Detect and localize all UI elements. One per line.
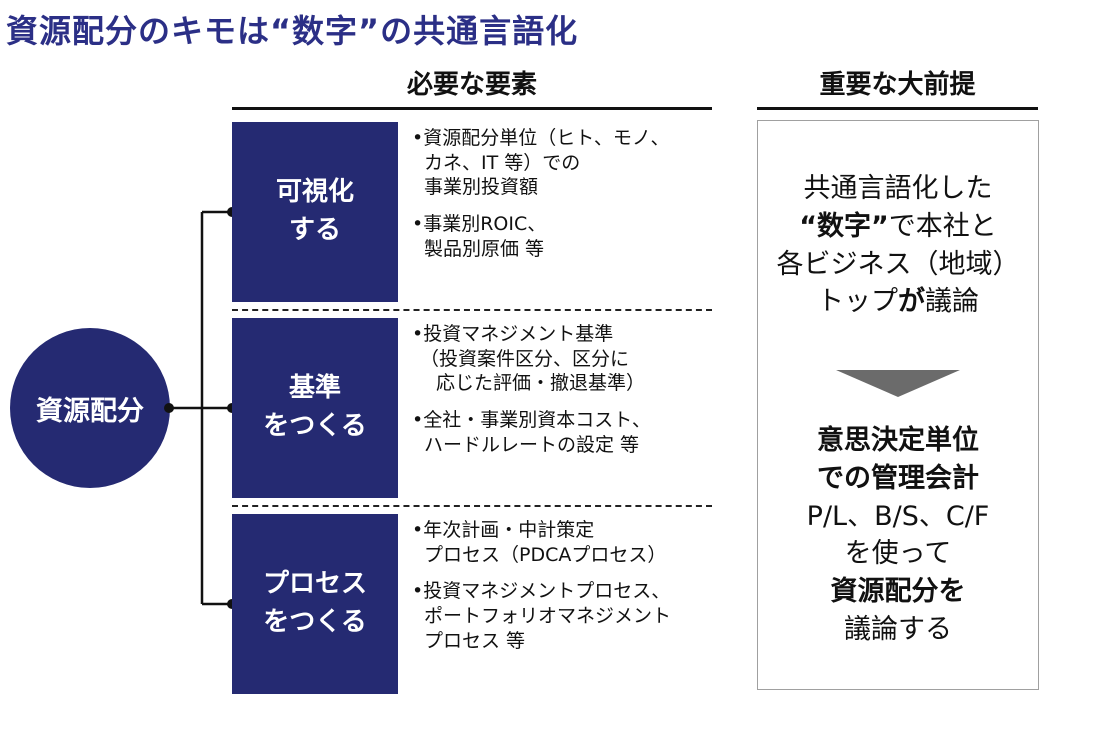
desc-line: •全社・事業別資本コスト、: [412, 409, 651, 432]
premise-upper-emphasis: “数字”: [799, 210, 889, 242]
connector-dot-root: [164, 403, 174, 413]
list-item: •投資マネジメントプロセス、 ポートフォリオマネジメント プロセス 等: [412, 579, 712, 653]
desc-process: •年次計画・中計策定 プロセス（PDCAプロセス） •投資マネジメントプロセス、…: [412, 518, 712, 665]
desc-line: •年次計画・中計策定: [412, 519, 595, 541]
list-item: •事業別ROIC、 製品別原価 等: [412, 212, 712, 261]
box-process-line-1: プロセス: [262, 569, 367, 600]
premise-lower-line-4: を使って: [844, 538, 952, 570]
premise-lower-line-2: での管理会計: [817, 462, 979, 494]
box-standards-line-1: 基準: [288, 373, 341, 404]
desc-line: （投資案件区分、区分に: [420, 347, 630, 370]
premise-header-rule: [757, 107, 1038, 110]
desc-visualize: •資源配分単位（ヒト、モノ、 カネ、IT 等）での 事業別投資額 •事業別ROI…: [412, 126, 712, 273]
box-visualize-line-2: する: [288, 215, 341, 245]
premise-lower-line-3: P/L、B/S、C/F: [806, 500, 990, 532]
list-item: •投資マネジメント基準 （投資案件区分、区分に 応じた評価・撤退基準）: [412, 322, 712, 396]
desc-line: •投資マネジメントプロセス、: [412, 580, 671, 603]
box-visualize-line-1: 可視化: [275, 177, 354, 208]
premise-upper-line-4-b: 議論: [925, 286, 979, 318]
premise-upper-line-4-bold: が: [898, 286, 925, 318]
desc-line: プロセス 等: [424, 629, 526, 652]
list-item: •年次計画・中計策定 プロセス（PDCAプロセス）: [412, 518, 712, 567]
premise-upper-line-2-rest: で本社と: [888, 210, 997, 242]
down-arrow-icon: [836, 370, 960, 397]
root-circle: 資源配分: [10, 328, 170, 488]
row-divider-2: [232, 505, 712, 507]
premise-lower-line-5: 資源配分を: [830, 576, 966, 608]
premise-panel: [757, 120, 1039, 690]
desc-line: プロセス（PDCAプロセス）: [424, 543, 667, 566]
premise-upper-line-1: 共通言語化した: [803, 173, 993, 204]
desc-line: •資源配分単位（ヒト、モノ、: [412, 127, 670, 149]
box-standards-line-2: をつくる: [263, 411, 367, 441]
desc-line: ハードルレートの設定 等: [424, 433, 640, 456]
desc-line: •投資マネジメント基準: [412, 323, 614, 345]
page-title: 資源配分のキモは“数字”の共通言語化: [6, 12, 579, 50]
premise-lower-text: 意思決定単位 での管理会計 P/L、B/S、C/F を使って 資源配分を 議論す…: [757, 422, 1039, 649]
elements-header-rule: [232, 107, 712, 110]
premise-upper-line-3: 各ビジネス（地域）: [776, 248, 1020, 280]
box-visualize: 可視化 する: [232, 122, 398, 302]
premise-upper-line-4-a: トップ: [817, 286, 898, 318]
list-item: •資源配分単位（ヒト、モノ、 カネ、IT 等）での 事業別投資額: [412, 126, 712, 200]
down-arrow-shape: [836, 370, 960, 397]
desc-line: ポートフォリオマネジメント: [424, 605, 672, 628]
elements-header: 必要な要素: [406, 70, 537, 100]
desc-line: 事業別投資額: [424, 176, 539, 199]
list-item: •全社・事業別資本コスト、 ハードルレートの設定 等: [412, 408, 712, 457]
box-process: プロセス をつくる: [232, 514, 398, 694]
desc-line: 製品別原価 等: [424, 237, 545, 260]
premise-lower-line-1: 意思決定単位: [817, 425, 979, 456]
box-standards: 基準 をつくる: [232, 318, 398, 498]
premise-lower-line-6: 議論する: [844, 613, 952, 645]
premise-upper-line-4: トップが議論: [757, 283, 1039, 321]
desc-line: •事業別ROIC、: [412, 213, 547, 236]
desc-line: カネ、IT 等）での: [424, 151, 581, 174]
desc-line: 応じた評価・撤退基準）: [436, 372, 646, 395]
premise-upper-text: 共通言語化した “数字”で本社と 各ビジネス（地域） トップが議論: [757, 170, 1039, 321]
tree-connector: [168, 210, 232, 606]
row-divider-1: [232, 309, 712, 311]
desc-standards: •投資マネジメント基準 （投資案件区分、区分に 応じた評価・撤退基準） •全社・…: [412, 322, 712, 469]
premise-header: 重要な大前提: [819, 70, 976, 100]
box-process-line-2: をつくる: [263, 607, 367, 637]
premise-upper-line-2: “数字”で本社と: [757, 208, 1039, 246]
